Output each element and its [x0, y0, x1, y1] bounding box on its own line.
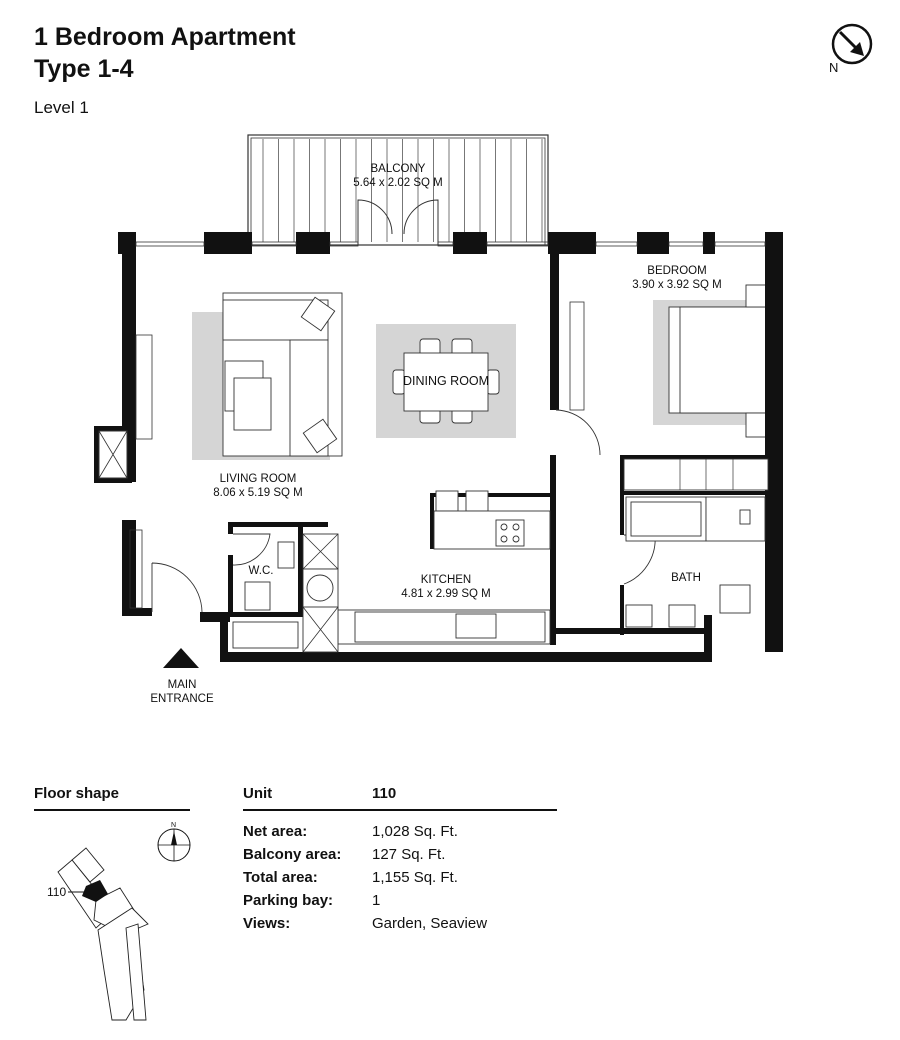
floor-shape-heading: Floor shape: [34, 785, 120, 802]
living-room-label: LIVING ROOM: [220, 473, 297, 485]
detail-key: Total area:: [243, 869, 318, 886]
detail-value: 127 Sq. Ft.: [372, 846, 446, 863]
entrance-arrow-icon: [163, 648, 199, 668]
detail-key: Views:: [243, 915, 291, 932]
detail-value: 1,155 Sq. Ft.: [372, 869, 458, 886]
windows: [129, 241, 766, 609]
dining-table: [392, 338, 500, 424]
kitchen-size: 4.81 x 2.99 SQ M: [401, 588, 491, 600]
bed: [668, 284, 771, 438]
sofa: [222, 292, 343, 457]
balcony-size: 5.64 x 2.02 SQ M: [353, 177, 443, 189]
apartment-type: Type 1-4: [34, 55, 134, 83]
floor-shape-compass-icon: N: [157, 822, 191, 862]
detail-value: Garden, Seaview: [372, 915, 488, 932]
kitchen-fixtures: [232, 490, 551, 653]
detail-key: Balcony area:: [243, 846, 342, 863]
floor-shape-diagram: 110 N: [47, 822, 191, 1021]
entrance-label-2: ENTRANCE: [150, 693, 214, 705]
apartment-title: 1 Bedroom Apartment: [34, 23, 296, 51]
floor-plan: BALCONY 5.64 x 2.02 SQ M BEDROOM 3.90 x …: [94, 134, 783, 705]
floor-shape-unit-marker: 110: [47, 885, 66, 899]
balcony-area: [247, 134, 549, 246]
unit-110-highlight: [82, 880, 108, 902]
kitchen-label: KITCHEN: [421, 574, 471, 586]
detail-value: 1,028 Sq. Ft.: [372, 823, 458, 840]
detail-key: Net area:: [243, 823, 308, 840]
divider: [34, 809, 190, 811]
bedroom-size: 3.90 x 3.92 SQ M: [632, 279, 722, 291]
detail-value: 1: [372, 892, 381, 909]
bedroom-label: BEDROOM: [647, 265, 706, 277]
floor-shape-north-label: N: [171, 822, 176, 829]
unit-value: 110: [372, 785, 397, 802]
compass-north-label: N: [829, 60, 838, 75]
dining-room-label: DINING ROOM: [403, 374, 489, 388]
bath-label: BATH: [671, 572, 701, 584]
entrance-label-1: MAIN: [168, 679, 197, 691]
balcony-label: BALCONY: [371, 163, 426, 175]
north-compass-icon: N: [829, 23, 873, 75]
bathroom-fixtures: [244, 458, 769, 628]
divider: [243, 809, 557, 811]
living-room-size: 8.06 x 5.19 SQ M: [213, 487, 303, 499]
detail-key: Parking bay:: [243, 892, 334, 909]
walls: [94, 232, 783, 662]
level-label: Level 1: [34, 98, 89, 117]
wc-label: W.C.: [249, 565, 274, 577]
unit-label: Unit: [243, 785, 273, 802]
